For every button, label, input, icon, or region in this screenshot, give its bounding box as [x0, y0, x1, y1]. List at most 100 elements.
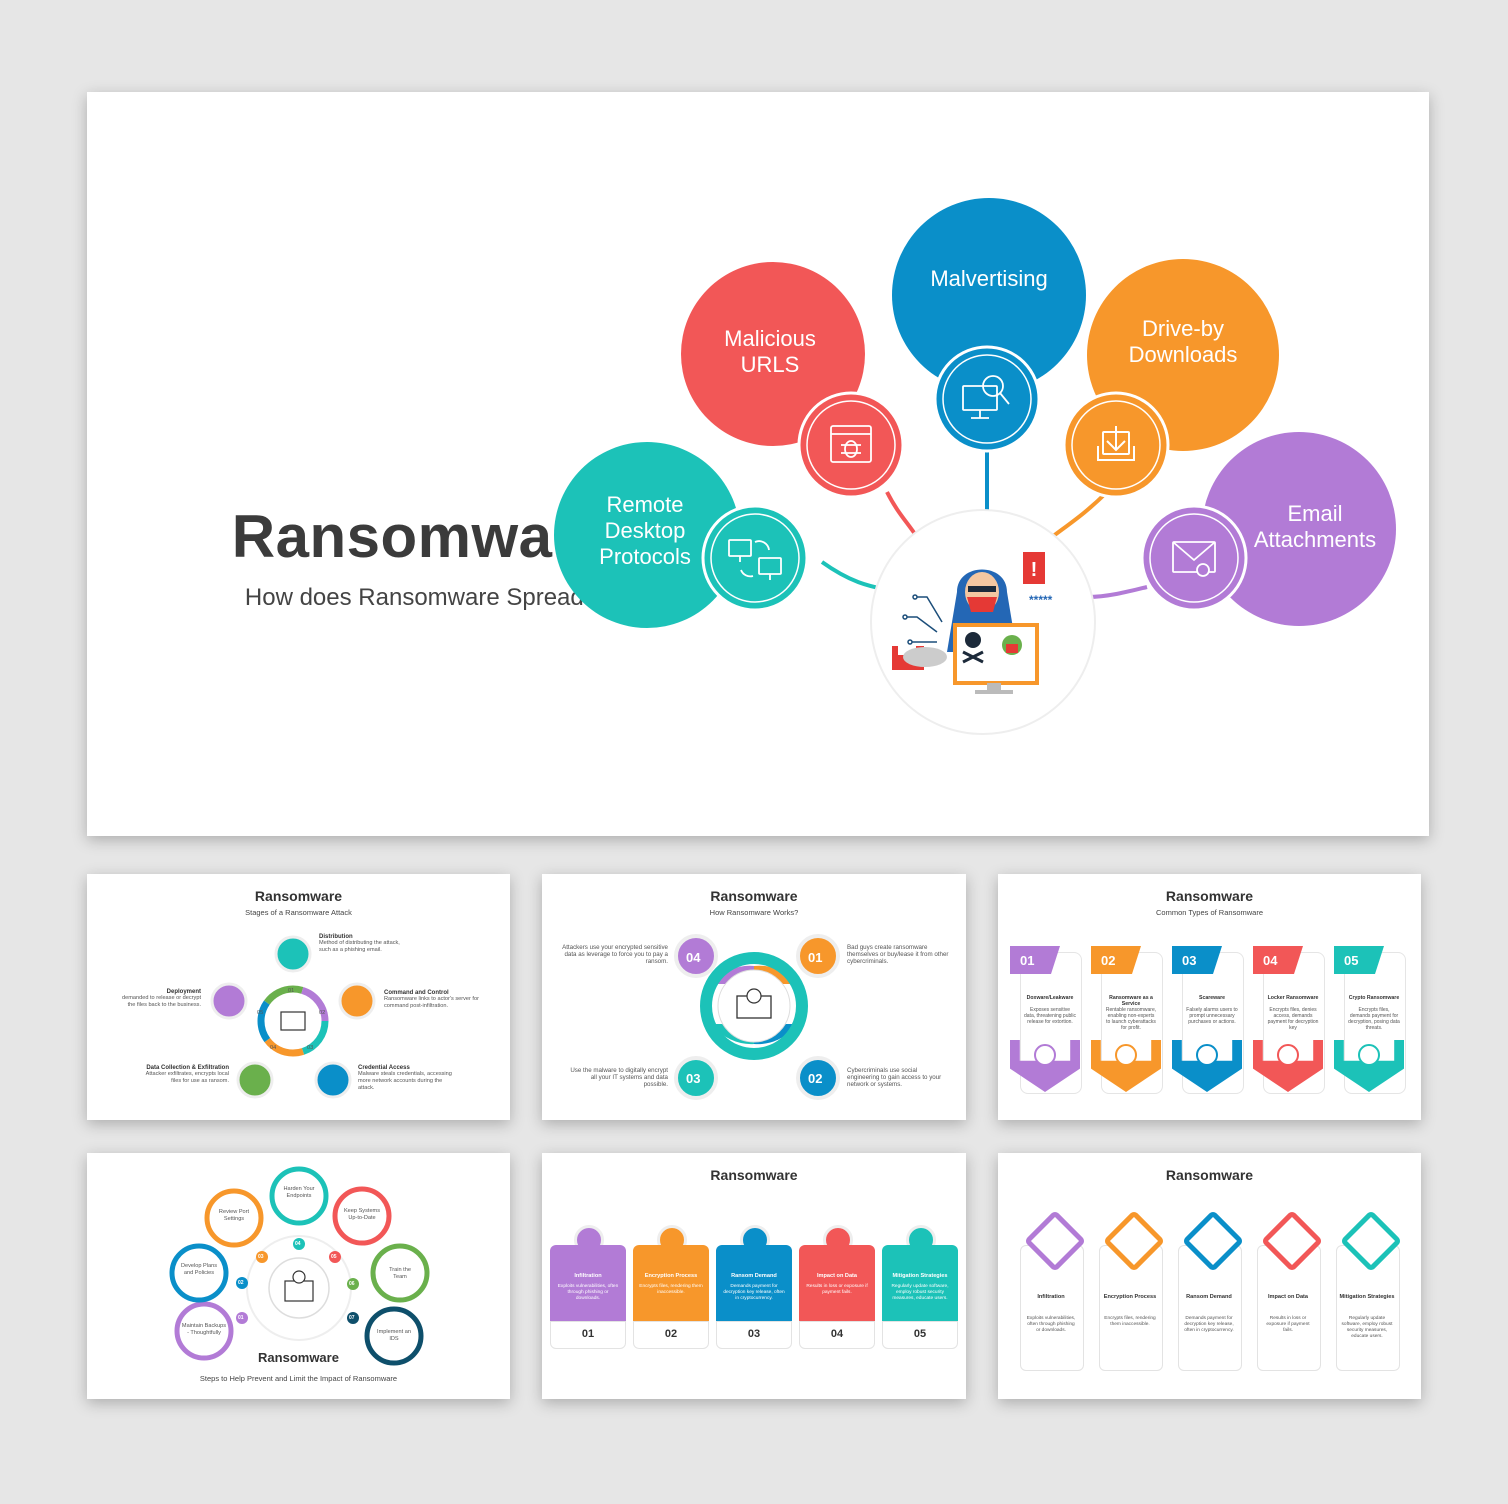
diamond-name: Ransom Demand	[1186, 1294, 1232, 1300]
type-icon	[1115, 1044, 1137, 1066]
process-footer	[633, 1321, 709, 1349]
thumb2-title: Ransomware	[710, 888, 798, 904]
type-icon	[1196, 1044, 1218, 1066]
process-number: 01	[581, 1328, 595, 1340]
connector-urls	[885, 491, 919, 539]
thumb6-title: Ransomware	[1165, 1167, 1254, 1183]
type-number: 03	[1182, 953, 1197, 968]
type-icon	[1358, 1044, 1380, 1066]
bubble-label-malicious-urls: Malicious URLS	[724, 326, 816, 377]
stage-num-01: 01	[288, 988, 295, 994]
spread-diagram: ! *****	[554, 198, 1396, 735]
type-number-tag	[1334, 946, 1384, 974]
process-name: Mitigation Strategies	[892, 1273, 948, 1279]
prevent-num-01: 01	[238, 1315, 244, 1321]
prevent-num-03: 03	[258, 1254, 264, 1260]
bubble-malicious-urls	[681, 262, 905, 499]
stage-num-05: 05	[257, 1010, 264, 1016]
how-step-num-03: 03	[686, 1071, 701, 1086]
bug-browser-icon	[830, 425, 872, 463]
type-name: Locker Ransomware	[1267, 995, 1319, 1001]
thumb-types-slide[interactable]: Ransomware Common Types of Ransomware 01…	[998, 874, 1421, 1120]
type-number-tag	[1010, 946, 1060, 974]
thumb3-title: Ransomware	[1165, 888, 1254, 904]
download-icon	[1097, 426, 1135, 461]
prevent-diagram	[169, 1166, 430, 1366]
process-name: Encryption Process	[644, 1273, 698, 1279]
remote-desktop-icon	[728, 539, 782, 580]
thumb2-subtitle: How Ransomware Works?	[709, 908, 799, 917]
process-number: 05	[913, 1328, 927, 1340]
how-step-desc-01: Bad guys create ransomware themselves or…	[847, 944, 949, 965]
thumb1-title: Ransomware	[254, 888, 343, 904]
stage-command-control: Command and Control Ransomware links to …	[384, 990, 479, 1009]
process-card	[716, 1245, 792, 1321]
diamond-name: Impact on Data	[1267, 1294, 1309, 1300]
stages-wheel	[210, 935, 376, 1099]
bubble-malvertising	[892, 198, 1086, 453]
diamond-name: Infiltration	[1037, 1294, 1065, 1300]
stage-num-04: 04	[270, 1045, 277, 1051]
process-desc: Exploits vulnerabilities, often through …	[557, 1284, 619, 1301]
prevent-num-04: 04	[295, 1241, 301, 1247]
process-card	[882, 1245, 958, 1321]
type-desc: Falsely alarms users to prompt unnecessa…	[1186, 1007, 1238, 1025]
process-card	[550, 1245, 626, 1321]
type-desc: Rentable ransomware, enabling non-expert…	[1105, 1007, 1157, 1031]
type-number: 05	[1344, 953, 1359, 968]
stage-deployment: Deployment demanded to release or decryp…	[122, 989, 201, 1008]
prevent-num-02: 02	[238, 1280, 244, 1286]
prevent-label-05: Keep Systems Up-to-Date	[343, 1208, 381, 1221]
process-footer	[799, 1321, 875, 1349]
diamond-desc: Results in loss or exposure if payment f…	[1266, 1316, 1310, 1333]
process-name: Infiltration	[574, 1273, 602, 1279]
hero-slide[interactable]: Ransomware How does Ransomware Spread?	[87, 92, 1429, 836]
thumb-stages-slide[interactable]: Ransomware Stages of a Ransomware Attack…	[87, 874, 510, 1120]
bubble-label-drive-by-downloads: Drive-by Downloads	[1128, 316, 1238, 367]
process-name: Ransom Demand	[731, 1273, 777, 1279]
diamond-name: Encryption Process	[1103, 1294, 1157, 1300]
process-footer	[550, 1321, 626, 1349]
hacker-illustration: ! *****	[870, 509, 1096, 735]
thumb-prevent-slide[interactable]: Maintain Backups - Thoughtfully Develop …	[87, 1153, 510, 1399]
how-step-desc-02: Cybercriminals use social engineering to…	[847, 1067, 942, 1088]
process-desc: Regularly update software, employ robust…	[891, 1284, 949, 1301]
prevent-label-01: Maintain Backups - Thoughtfully	[181, 1323, 227, 1336]
how-works-diagram	[674, 934, 840, 1100]
prevent-label-07: Implement an IDS	[377, 1329, 411, 1342]
process-desc: Encrypts files, rendering them inaccessi…	[639, 1284, 703, 1295]
diamond-name: Mitigation Strategies	[1339, 1294, 1395, 1300]
prevent-num-06: 06	[349, 1281, 355, 1287]
type-icon	[1034, 1044, 1056, 1066]
type-desc: Encrypts files, denies access, demands p…	[1267, 1007, 1319, 1031]
process-number: 04	[830, 1328, 844, 1340]
type-number-tag	[1172, 946, 1222, 974]
thumb4-title: Ransomware	[258, 1350, 339, 1365]
type-icon	[1277, 1044, 1299, 1066]
bubble-label-malvertising: Malvertising	[930, 266, 1048, 291]
email-icon	[1172, 541, 1216, 577]
bubble-drive-by-downloads	[1062, 259, 1279, 499]
type-desc: Encrypts files, demands payment for decr…	[1348, 1007, 1400, 1031]
type-number-tag	[1091, 946, 1141, 974]
process-name: Impact on Data	[816, 1273, 858, 1279]
thumb4-subtitle: Steps to Help Prevent and Limit the Impa…	[199, 1374, 398, 1383]
prevent-label-03: Review Port Settings	[218, 1209, 250, 1222]
prevent-num-05: 05	[331, 1254, 337, 1260]
thumb-how-works-slide[interactable]: Ransomware How Ransomware Works? 04 01 0…	[542, 874, 966, 1120]
bubble-email-attachments	[1140, 432, 1396, 626]
process-card	[799, 1245, 875, 1321]
type-number: 01	[1020, 953, 1035, 968]
thumb3-subtitle: Common Types of Ransomware	[1156, 908, 1263, 917]
process-footer	[882, 1321, 958, 1349]
hero-subtitle: How does Ransomware Spread?	[244, 584, 598, 611]
diamond-desc: Encrypts files, rendering them inaccessi…	[1104, 1316, 1156, 1327]
malvertising-icon	[962, 375, 1010, 419]
how-step-num-02: 02	[808, 1071, 823, 1086]
prevent-label-02: Develop Plans and Policies	[180, 1263, 218, 1276]
svg-text:!: !	[1031, 559, 1038, 581]
type-name: Scareware	[1199, 995, 1225, 1001]
type-number: 04	[1263, 953, 1278, 968]
